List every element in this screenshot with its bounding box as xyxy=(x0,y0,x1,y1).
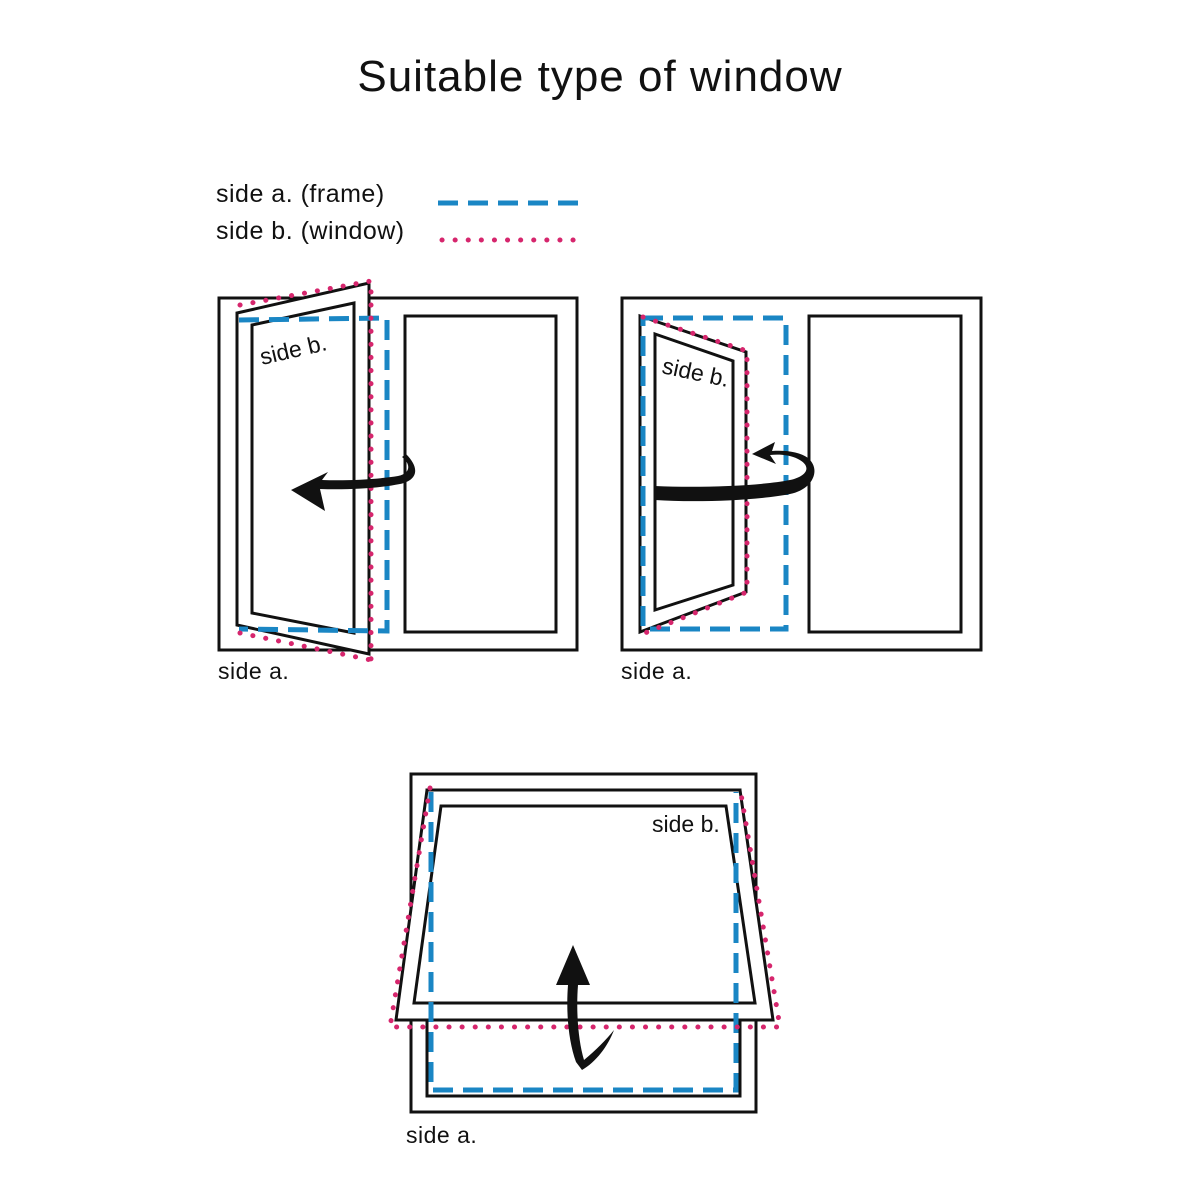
top-hung-window: side b. xyxy=(387,772,783,1114)
outer-frame xyxy=(217,296,579,652)
right-pane xyxy=(807,314,963,634)
diagram2-side-a-label: side a. xyxy=(621,658,693,684)
swing-arrow xyxy=(291,454,416,511)
sash-side-b-label: side b. xyxy=(652,811,720,837)
sash-glass xyxy=(412,804,757,1005)
frame-seal-dashes xyxy=(428,792,739,1093)
diagram1-side-a-label: side a. xyxy=(218,658,290,684)
open-sash xyxy=(235,281,371,656)
legend-side-b-label: side b. (window) xyxy=(216,217,405,245)
window-seal-dots xyxy=(640,314,750,636)
right-pane xyxy=(403,314,558,634)
page-title: Suitable type of window xyxy=(357,52,843,101)
swing-arrow xyxy=(556,945,614,1070)
diagram3-side-a-label: side a. xyxy=(406,1122,478,1148)
legend-side-a-label: side a. (frame) xyxy=(216,180,385,208)
casement-window-left-open: side b. xyxy=(217,278,579,663)
frame-seal-dashes xyxy=(238,315,390,634)
sash-glass xyxy=(653,331,735,613)
frame-seal-dashes xyxy=(640,315,789,632)
casement-window-inward: side b. xyxy=(620,296,983,652)
window-seal-dots xyxy=(237,278,374,663)
swing-arrow xyxy=(655,442,815,502)
outer-frame xyxy=(620,296,983,652)
